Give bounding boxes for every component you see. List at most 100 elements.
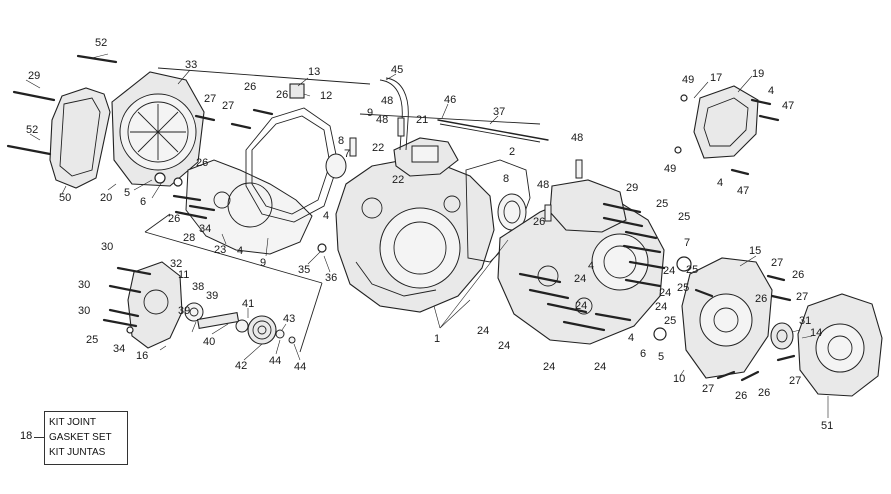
part-label: 4 <box>588 260 594 272</box>
part-label: 7 <box>684 237 690 249</box>
part-label: 6 <box>640 348 646 360</box>
part-label: 39 <box>206 290 218 302</box>
part-label: 34 <box>113 343 125 355</box>
part-label: 21 <box>416 114 428 126</box>
part-label: 9 <box>260 257 266 269</box>
part-label: 4 <box>323 210 329 222</box>
part-label: 42 <box>235 360 247 372</box>
part-label: 30 <box>101 241 113 253</box>
part-label: 26 <box>792 269 804 281</box>
part-label: 29 <box>626 182 638 194</box>
part-label: 26 <box>244 81 256 93</box>
part-label: 10 <box>673 373 685 385</box>
part-label: 24 <box>574 273 586 285</box>
part-label: 46 <box>444 94 456 106</box>
part-label: 22 <box>372 142 384 154</box>
part-label: 24 <box>498 340 510 352</box>
part-label: 24 <box>659 287 671 299</box>
part-label: 6 <box>140 196 146 208</box>
part-label: 4 <box>237 245 243 257</box>
part-label: 43 <box>283 313 295 325</box>
part-number-labels: 52 29 33 52 50 20 5 6 26 27 27 26 13 12 … <box>26 37 833 432</box>
washers-and-seals <box>126 94 692 341</box>
part-label: 44 <box>294 361 306 373</box>
part-label: 45 <box>391 64 403 76</box>
part-label: 11 <box>178 269 189 281</box>
part-label: 25 <box>678 211 690 223</box>
part-label: 13 <box>308 66 320 78</box>
part-label: 27 <box>204 93 216 105</box>
part-label: 26 <box>735 390 747 402</box>
part-label: 25 <box>86 334 98 346</box>
legend-leader-line <box>34 437 44 438</box>
part-label: 32 <box>170 258 182 270</box>
part-label: 1 <box>434 333 440 345</box>
part-label: 12 <box>320 90 332 102</box>
part-label: 41 <box>242 298 254 310</box>
gasket-kit-reference-number: 18 <box>20 430 33 442</box>
part-label: 34 <box>199 223 211 235</box>
part-label: 52 <box>95 37 107 49</box>
part-label: 26 <box>168 213 180 225</box>
cylinder-mount-block <box>393 137 459 177</box>
part-label: 27 <box>222 100 234 112</box>
part-label: 19 <box>752 68 764 80</box>
part-label: 9 <box>367 107 373 119</box>
part-label: 4 <box>717 177 723 189</box>
part-label: 26 <box>758 387 770 399</box>
washer-41 <box>235 319 249 333</box>
inspection-cover-19 <box>693 85 759 159</box>
part-label: 24 <box>575 300 587 312</box>
part-label: 27 <box>789 375 801 387</box>
part-label: 27 <box>796 291 808 303</box>
part-label: 50 <box>59 192 71 204</box>
part-label: 37 <box>493 106 505 118</box>
part-label: 25 <box>656 198 668 210</box>
leader-lines <box>25 53 829 418</box>
part-label: 15 <box>749 245 761 257</box>
part-label: 7 <box>344 148 350 160</box>
part-label: 48 <box>571 132 583 144</box>
part-label: 24 <box>543 361 555 373</box>
part-label: 48 <box>376 114 388 126</box>
cap-13 <box>289 83 305 99</box>
part-label: 5 <box>124 187 130 199</box>
bolt-37 <box>437 119 549 141</box>
part-label: 4 <box>628 332 634 344</box>
part-label: 26 <box>533 216 545 228</box>
clutch-cover-33 <box>111 71 205 187</box>
part-label: 24 <box>594 361 606 373</box>
assembly-guide-lines <box>144 67 541 353</box>
part-label: 30 <box>78 279 90 291</box>
part-label: 49 <box>664 163 676 175</box>
part-label: 39 <box>178 305 190 317</box>
part-label: 27 <box>771 257 783 269</box>
part-label: 28 <box>183 232 195 244</box>
part-label: 26 <box>276 89 288 101</box>
part-label: 40 <box>203 336 215 348</box>
part-label: 52 <box>26 124 38 136</box>
gasket-kit-legend-box: KIT JOINT GASKET SET KIT JUNTAS <box>44 411 128 465</box>
part-label: 49 <box>682 74 694 86</box>
part-label: 30 <box>78 305 90 317</box>
part-label: 35 <box>298 264 310 276</box>
dowel-48 <box>349 117 583 222</box>
part-label: 22 <box>392 174 404 186</box>
part-label: 47 <box>737 185 749 197</box>
part-label: 48 <box>537 179 549 191</box>
seal-8 <box>497 193 527 231</box>
part-label: 33 <box>185 59 197 71</box>
part-label: 24 <box>655 301 667 313</box>
part-label: 5 <box>658 351 664 363</box>
part-label: 26 <box>755 293 767 305</box>
washer-43 <box>275 329 296 344</box>
part-label: 44 <box>269 355 281 367</box>
part-label: 29 <box>28 70 40 82</box>
legend-line-french: KIT JOINT <box>49 417 97 428</box>
part-label: 25 <box>664 315 676 327</box>
part-label: 20 <box>100 192 112 204</box>
part-label: 8 <box>503 173 509 185</box>
outer-clutch-cover-50 <box>49 87 111 189</box>
cover-gasket-ring <box>245 107 339 223</box>
